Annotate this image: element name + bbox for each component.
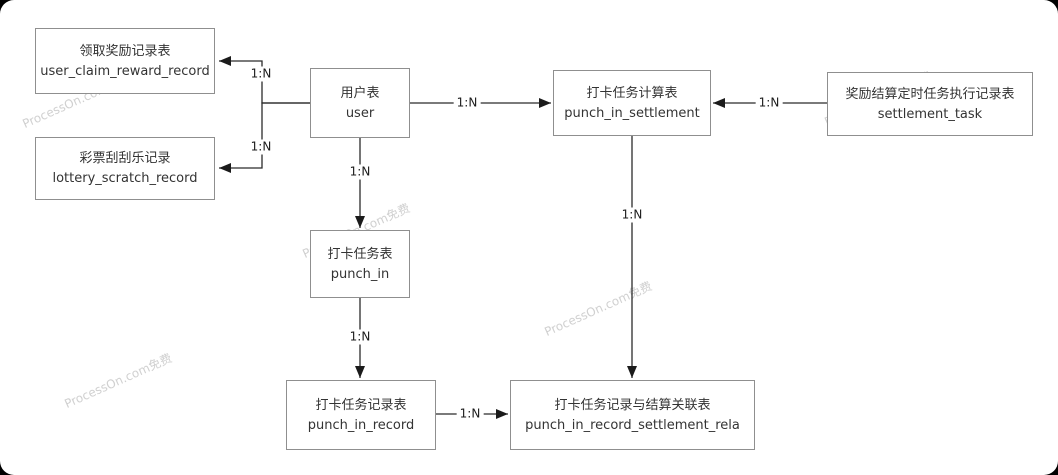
entity-user-claim-reward-record[interactable]: 领取奖励记录表 user_claim_reward_record: [35, 28, 215, 94]
entity-title: 用户表: [340, 85, 380, 101]
entity-table-name: user: [345, 105, 375, 121]
relation-label[interactable]: 1:N: [456, 406, 484, 422]
entity-title: 彩票刮刮乐记录: [79, 151, 171, 166]
entity-punch-in-record[interactable]: 打卡任务记录表 punch_in_record: [286, 380, 436, 450]
relation-label[interactable]: 1:N: [247, 139, 275, 155]
entity-table-name: punch_in: [330, 266, 390, 282]
entity-table-name: punch_in_record: [307, 417, 415, 433]
relation-label[interactable]: 1:N: [346, 164, 374, 180]
entity-table-name: settlement_task: [877, 106, 983, 122]
entity-lottery-scratch-record[interactable]: 彩票刮刮乐记录 lottery_scratch_record: [35, 137, 215, 200]
entity-title: 领取奖励记录表: [79, 43, 171, 59]
relation-label[interactable]: 1:N: [755, 95, 783, 111]
entity-table-name: punch_in_settlement: [564, 105, 700, 121]
entity-table-name: punch_in_record_settlement_rela: [525, 417, 740, 433]
relation-label[interactable]: 1:N: [247, 66, 275, 82]
relation-label[interactable]: 1:N: [453, 95, 481, 111]
entity-user[interactable]: 用户表 user: [310, 68, 410, 138]
entity-title: 打卡任务计算表: [586, 85, 678, 101]
entity-table-name: user_claim_reward_record: [40, 63, 210, 79]
entity-title: 打卡任务表: [327, 246, 393, 262]
entity-punch-in[interactable]: 打卡任务表 punch_in: [310, 230, 410, 298]
entity-title: 打卡任务记录与结算关联表: [554, 397, 711, 413]
entity-title: 打卡任务记录表: [315, 397, 407, 413]
entity-table-name: lottery_scratch_record: [52, 171, 198, 186]
entity-punch-in-settlement[interactable]: 打卡任务计算表 punch_in_settlement: [553, 70, 711, 136]
entity-punch-in-record-settlement-rela[interactable]: 打卡任务记录与结算关联表 punch_in_record_settlement_…: [510, 380, 755, 450]
entity-settlement-task[interactable]: 奖励结算定时任务执行记录表 settlement_task: [827, 72, 1033, 136]
relation-label[interactable]: 1:N: [346, 329, 374, 345]
entity-title: 奖励结算定时任务执行记录表: [845, 86, 1015, 102]
connector-user-to-lottery-record[interactable]: [219, 102, 310, 173]
relation-label[interactable]: 1:N: [618, 207, 646, 223]
